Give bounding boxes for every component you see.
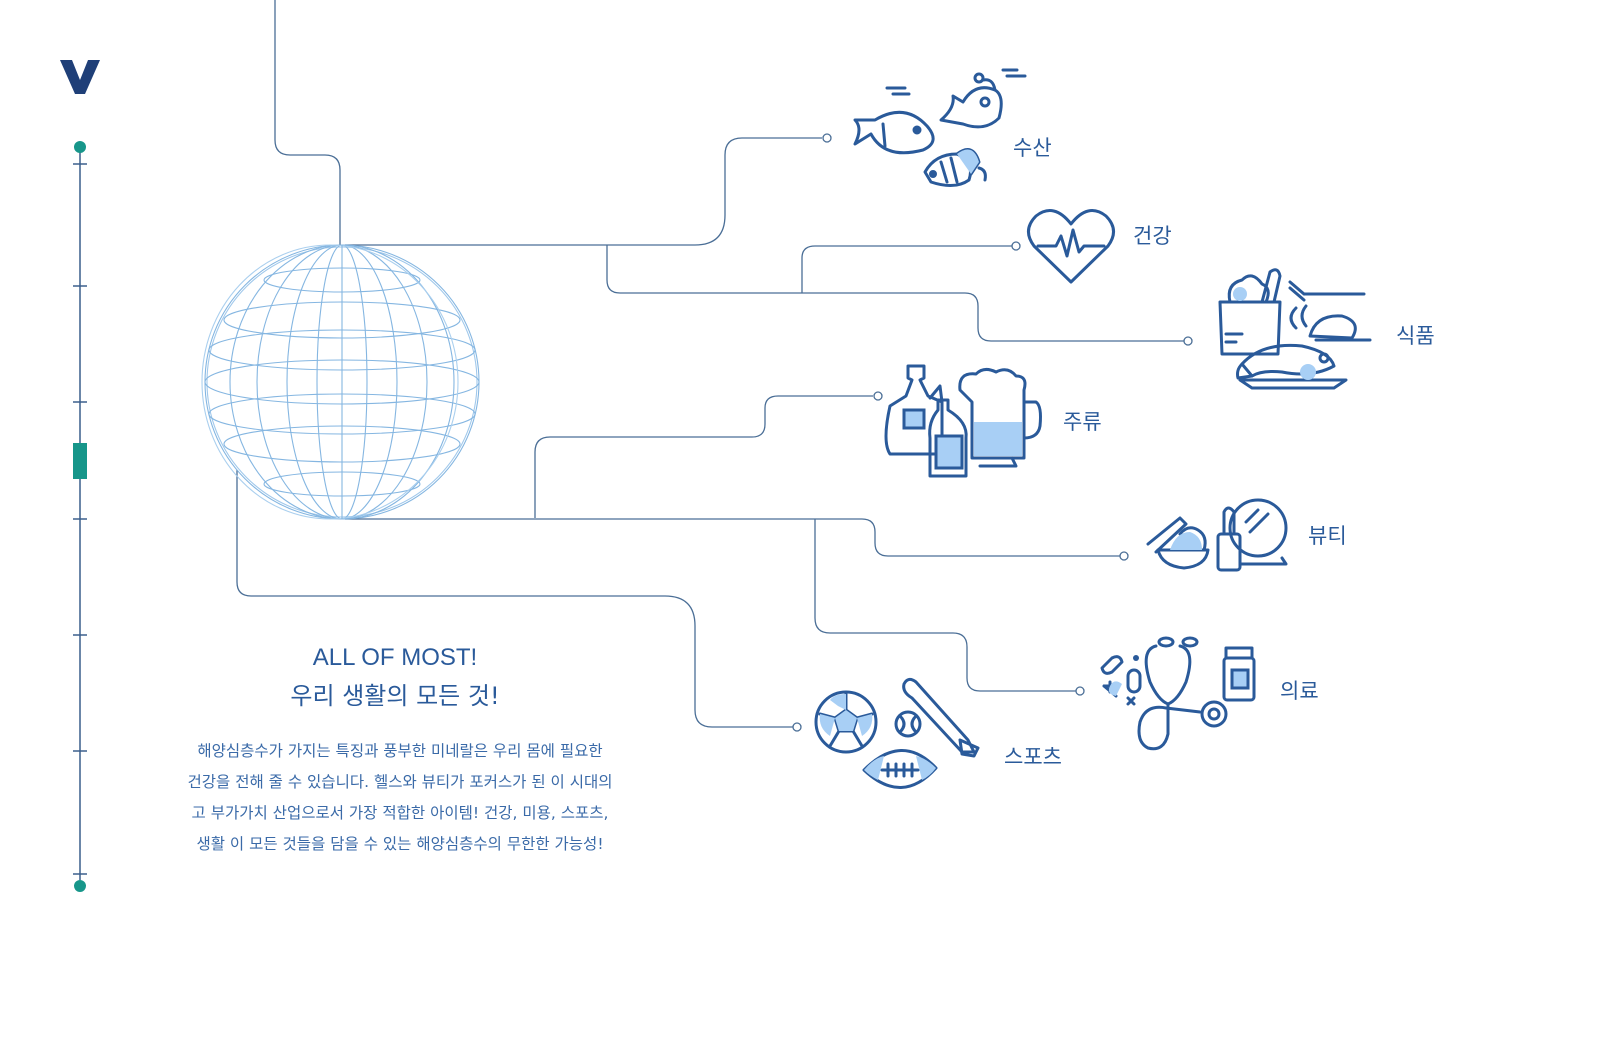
category-label-health: 건강 xyxy=(1133,224,1172,248)
section-heading: ALL OF MOST! 우리 생활의 모든 것! xyxy=(240,640,550,716)
cosmetics-icon xyxy=(1146,498,1288,572)
description-line: 생활 이 모든 것들을 담을 수 있는 해양심층수의 무한한 가능성! xyxy=(196,835,604,853)
description-line: 고 부가가치 산업으로서 가장 적합한 아이템! 건강, 미용, 스포츠, xyxy=(191,804,609,822)
category-label-beauty: 뷰티 xyxy=(1308,524,1347,548)
food-icon xyxy=(1218,268,1372,390)
nav-top-dot[interactable] xyxy=(74,141,86,153)
category-label-food: 식품 xyxy=(1396,324,1435,348)
category-label-sports: 스포츠 xyxy=(1004,745,1062,769)
description-line: 건강을 전해 줄 수 있습니다. 헬스와 뷰티가 포커스가 된 이 시대의 xyxy=(187,773,613,791)
stethoscope-icon xyxy=(1100,636,1256,751)
fish-icon xyxy=(853,68,1027,187)
category-label-fishery: 수산 xyxy=(1013,136,1052,160)
heading-korean: 우리 생활의 모든 것! xyxy=(290,682,500,710)
liquor-icon xyxy=(884,364,1042,478)
description-line: 해양심층수가 가지는 특징과 풍부한 미네랄은 우리 몸에 필요한 xyxy=(197,742,603,760)
v-logo-icon xyxy=(60,60,100,94)
category-label-medical: 의료 xyxy=(1280,679,1319,703)
nav-bottom-dot[interactable] xyxy=(74,880,86,892)
nav-active-marker[interactable] xyxy=(73,443,87,479)
category-label-liquor: 주류 xyxy=(1063,410,1102,434)
heart-pulse-icon xyxy=(1027,209,1115,284)
description-paragraph: 해양심층수가 가지는 특징과 풍부한 미네랄은 우리 몸에 필요한 건강을 전해… xyxy=(160,736,640,860)
heading-english: ALL OF MOST! xyxy=(312,644,478,671)
section-nav-rail xyxy=(73,141,87,892)
sports-balls-icon xyxy=(814,677,980,789)
